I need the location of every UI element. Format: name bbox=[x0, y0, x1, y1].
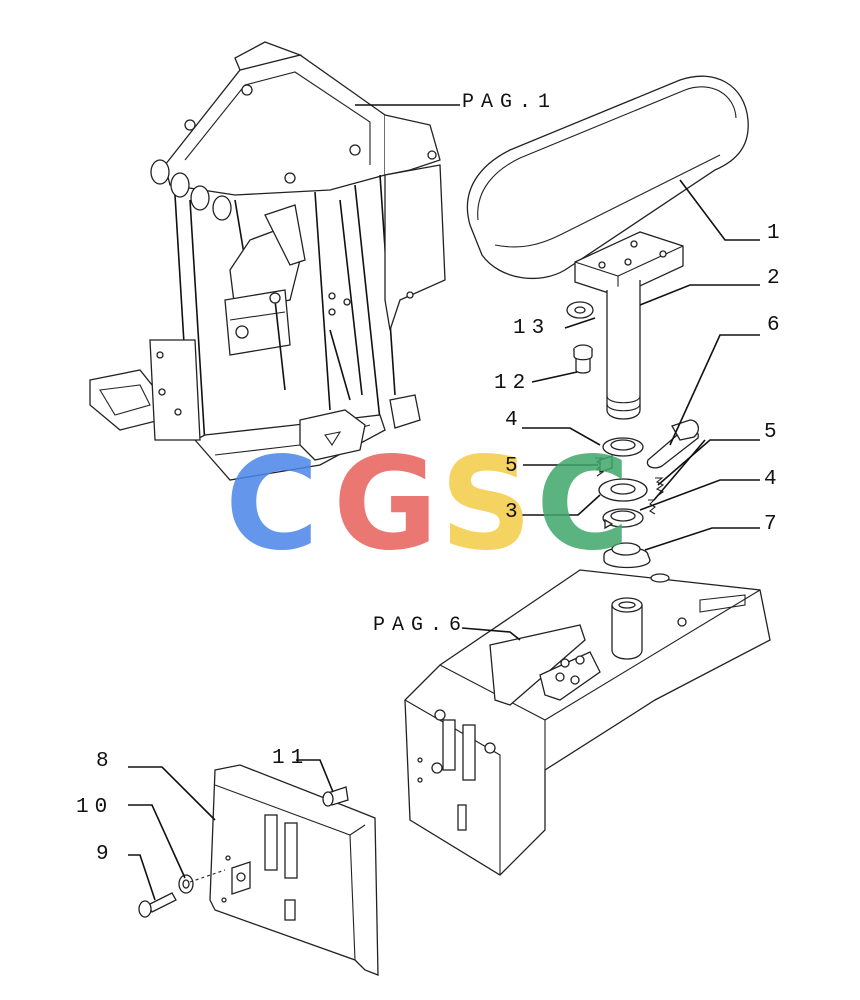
assembly-guide-line bbox=[189, 869, 226, 883]
callout-7: 7 bbox=[764, 513, 783, 536]
watermark-letter-c1: C bbox=[225, 430, 319, 579]
bushing-part-7 bbox=[603, 542, 651, 569]
callout-5-right: 5 bbox=[764, 421, 783, 444]
watermark-letter-s: S bbox=[440, 430, 532, 579]
callout-8: 8 bbox=[96, 750, 115, 773]
pag6-label: PAG.6 bbox=[373, 614, 468, 637]
bolt-part-12 bbox=[573, 344, 593, 374]
mounting-plate-and-post-part-2 bbox=[574, 231, 684, 420]
spring-clip-part-5-right bbox=[655, 477, 665, 497]
callout-leader-lines bbox=[128, 179, 760, 901]
watermark-letter-c2: C bbox=[536, 430, 630, 579]
armrest-cushion-part-1 bbox=[466, 75, 749, 280]
callout-6: 6 bbox=[767, 314, 786, 337]
watermark-letter-g: G bbox=[333, 430, 438, 579]
cam-ring-part-3 bbox=[598, 478, 648, 502]
side-cover-panel-part-8 bbox=[209, 764, 379, 976]
cab-seat bbox=[224, 204, 306, 356]
callout-10: 10 bbox=[76, 796, 113, 819]
callout-2: 2 bbox=[767, 267, 786, 290]
handle-lever-part-6 bbox=[646, 419, 700, 469]
cgsc-watermark: C G S C bbox=[225, 430, 630, 579]
callout-numbers: 1 2 6 13 12 4 5 3 5 4 7 8 11 10 9 bbox=[76, 222, 786, 866]
washer-part-13 bbox=[566, 301, 594, 319]
plug-part-11 bbox=[322, 786, 349, 807]
callout-5-left: 5 bbox=[505, 455, 524, 478]
cab-assembly bbox=[89, 41, 446, 481]
callout-13: 13 bbox=[513, 317, 550, 340]
washer-part-10 bbox=[178, 874, 194, 894]
callout-3: 3 bbox=[505, 501, 524, 524]
callout-1: 1 bbox=[767, 222, 786, 245]
callout-9: 9 bbox=[96, 843, 115, 866]
console-box bbox=[404, 569, 771, 876]
cab-work-lights bbox=[150, 159, 232, 221]
pag6-reference: PAG.6 bbox=[373, 614, 521, 641]
ring-part-4-upper bbox=[602, 437, 644, 457]
pag1-reference: PAG.1 bbox=[355, 91, 557, 114]
spring-clip-part-5-left bbox=[595, 455, 613, 477]
callout-4-upper: 4 bbox=[505, 409, 524, 432]
callout-11: 11 bbox=[272, 747, 309, 770]
callout-12: 12 bbox=[494, 372, 531, 395]
bolt-part-9 bbox=[138, 892, 177, 918]
callout-4-lower: 4 bbox=[764, 468, 783, 491]
ring-part-4-lower bbox=[602, 499, 656, 530]
pag1-label: PAG.1 bbox=[462, 91, 557, 114]
